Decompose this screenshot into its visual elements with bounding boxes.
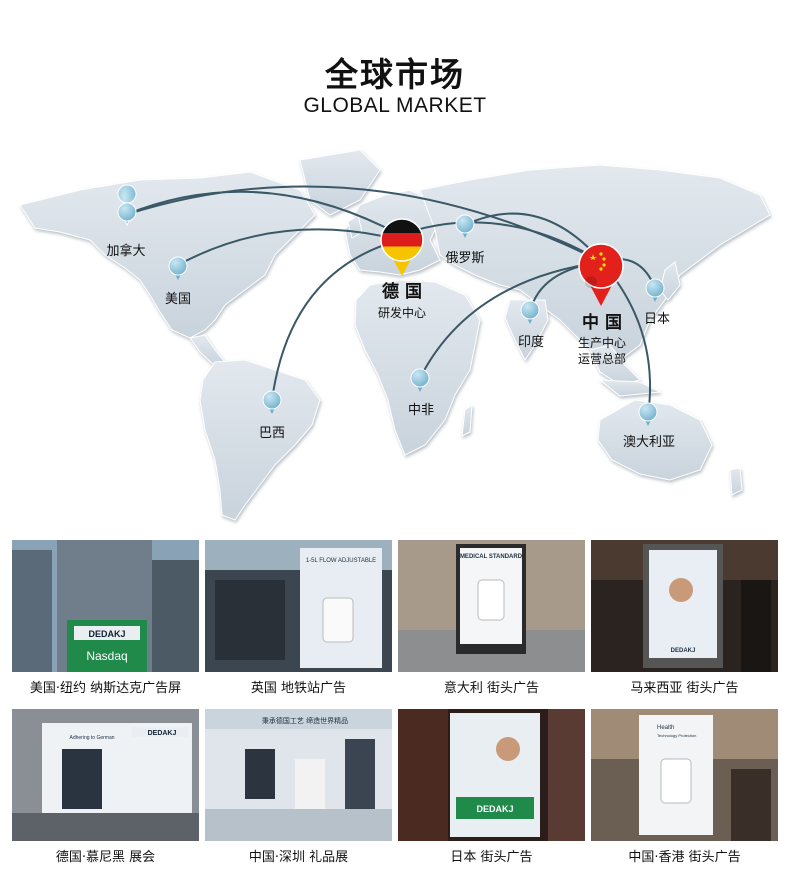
photo-malaysia-street: DEDAKJ xyxy=(591,540,778,672)
photo-nasdaq: DEDAKJ Nasdaq xyxy=(12,540,199,672)
photo-caption: 中国·深圳 礼品展 xyxy=(248,850,349,865)
sign-text: DEDAKJ xyxy=(88,629,125,639)
germany-flag-pin xyxy=(380,218,424,276)
pin-icon xyxy=(262,390,282,414)
pin-icon xyxy=(117,184,137,227)
label-india: 印度 xyxy=(518,334,544,350)
photo-caption: 中国·香港 街头广告 xyxy=(628,850,741,865)
label-brazil: 巴西 xyxy=(259,426,285,441)
location-pins xyxy=(117,184,665,426)
photo-hongkong-street: Health Technology Protection xyxy=(591,709,778,841)
sign-text: DEDAKJ xyxy=(671,648,696,654)
pin-icon xyxy=(168,256,188,280)
photo-caption: 德国·慕尼黑 展会 xyxy=(55,850,156,865)
germany-role: 研发中心 xyxy=(378,305,426,320)
sign-text: MEDICAL STANDARD xyxy=(460,554,523,560)
page-subtitle: GLOBAL MARKET xyxy=(303,94,487,117)
photo-italy-street: MEDICAL STANDARD xyxy=(398,540,585,672)
label-canada: 加拿大 xyxy=(106,243,145,259)
sign-text: 秉承德国工艺 缔造世界精品 xyxy=(262,716,348,725)
photo-caption: 美国·纽约 纳斯达克广告屏 xyxy=(29,681,182,696)
photo-japan-street: DEDAKJ xyxy=(398,709,585,841)
photo-caption: 英国 地铁站广告 xyxy=(250,681,347,696)
sign-text-2: Nasdaq xyxy=(86,649,127,663)
pin-icon xyxy=(638,402,658,426)
germany-name: 德 国 xyxy=(382,281,422,302)
photo-munich-expo: DEDAKJ Adhering to German xyxy=(12,709,199,841)
photo-shenzhen-expo: 秉承德国工艺 缔造世界精品 xyxy=(205,709,392,841)
sign-text-2: Technology Protection xyxy=(657,733,696,738)
china-role-2: 运营总部 xyxy=(578,351,626,366)
pin-icon xyxy=(520,300,540,324)
sign-text: 1-5L FLOW ADJUSTABLE xyxy=(306,558,376,564)
china-role-1: 生产中心 xyxy=(578,335,626,350)
photo-caption: 意大利 街头广告 xyxy=(443,681,540,696)
label-russia: 俄罗斯 xyxy=(445,251,484,266)
china-flag-pin xyxy=(578,243,624,306)
label-central-africa: 中非 xyxy=(408,403,434,418)
photo-uk-subway: 1-5L FLOW ADJUSTABLE xyxy=(205,540,392,672)
pin-icon xyxy=(410,368,430,392)
china-name: 中 国 xyxy=(582,312,622,333)
world-map: 加拿大 美国 俄罗斯 日本 印度 中非 巴西 澳大利亚 德 国 研发中心 中 国… xyxy=(19,149,771,521)
photo-caption: 日本 街头广告 xyxy=(450,850,533,865)
pin-icon xyxy=(645,278,665,302)
label-japan: 日本 xyxy=(644,312,670,327)
label-usa: 美国 xyxy=(165,292,191,307)
sign-text: DEDAKJ xyxy=(148,730,177,737)
label-australia: 澳大利亚 xyxy=(623,434,675,450)
page-title: 全球市场 xyxy=(325,55,465,94)
sign-text: Health xyxy=(657,725,674,731)
sign-text: DEDAKJ xyxy=(476,804,513,814)
photo-caption: 马来西亚 街头广告 xyxy=(630,681,739,696)
pin-icon xyxy=(455,214,475,238)
sign-text-2: Adhering to German xyxy=(69,735,114,741)
